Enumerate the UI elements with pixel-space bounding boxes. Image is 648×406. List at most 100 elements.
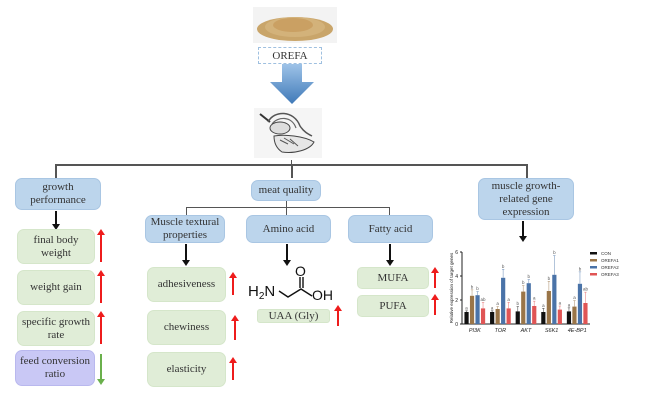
significance-label: a (568, 302, 571, 307)
amino-acid-box: Amino acid (246, 215, 331, 243)
amino-item-label: UAA (Gly) (268, 309, 319, 322)
growth-down-arrow-icon (52, 211, 60, 230)
significance-label: b (553, 250, 556, 255)
texture-item-adhesiveness: adhesiveness (147, 267, 226, 302)
fatty-item-pufa: PUFA (357, 295, 429, 317)
bar-con-pi3k (464, 312, 469, 324)
bar-orefa3-s6k1 (557, 309, 562, 324)
bar-con-tor (490, 312, 495, 324)
fatty-item-mufa: MUFA (357, 267, 429, 289)
legend-swatch (590, 259, 597, 262)
gene-down-arrow-icon (519, 221, 527, 242)
meat-quality-label: meat quality (258, 184, 314, 196)
gene-expression-box: muscle growth-related gene expression (478, 178, 574, 220)
legend-swatch (590, 273, 597, 276)
texture-label: Muscle textural properties (150, 216, 220, 241)
texture-item-label: adhesiveness (157, 278, 216, 290)
growth-item-final-body-weight: final body weight (17, 229, 95, 264)
hydroxyl-label: OH (312, 287, 332, 302)
fatty-acid-box: Fatty acid (348, 215, 433, 243)
texture-item-label: chewiness (163, 321, 210, 333)
up-arrow-icon (97, 311, 105, 344)
y-axis-label: Relative expression of target genes (449, 252, 454, 323)
bar-orefa2-akt (526, 283, 531, 324)
y-tick-label: 2 (455, 298, 458, 304)
bar-orefa1-tor (495, 309, 500, 324)
texture-item-chewiness: chewiness (147, 310, 226, 345)
legend-swatch (590, 266, 597, 269)
growth-item-feed-conversion-ratio: feed conversion ratio (15, 350, 95, 386)
gene-drop-line (526, 164, 528, 178)
powder-pile-icon (257, 17, 333, 41)
x-tick-label: PI3K (469, 328, 481, 334)
up-arrow-icon (334, 305, 342, 326)
significance-label: b (502, 264, 505, 269)
texture-box: Muscle textural properties (145, 215, 225, 243)
bar-orefa2-4e-bp1 (577, 283, 583, 324)
bar-orefa3-4e-bp1 (583, 303, 588, 324)
meat-stem-line (286, 201, 287, 207)
bar-con-s6k1 (541, 312, 546, 324)
up-arrow-icon (97, 229, 105, 262)
up-arrow-icon (97, 270, 105, 303)
big-down-arrow-icon (270, 64, 314, 104)
fatty-down-arrow-icon (386, 244, 394, 266)
amino-item-uaa-gly: UAA (Gly) (257, 309, 330, 323)
meat-quality-box: meat quality (251, 180, 321, 201)
fatty-drop-line (389, 207, 390, 215)
bar-orefa2-s6k1 (552, 274, 557, 324)
significance-label: b (471, 284, 474, 289)
significance-label: a (559, 301, 562, 306)
legend-label: OREFA3 (601, 272, 619, 277)
x-tick-label: 4E-BP1 (568, 328, 587, 334)
bar-orefa1-s6k1 (546, 291, 551, 324)
up-arrow-icon (431, 267, 439, 288)
bar-orefa2-pi3k (475, 295, 480, 324)
amino-acid-label: Amino acid (262, 222, 315, 235)
fatty-item-label: PUFA (379, 299, 407, 312)
legend-label: OREFA2 (601, 265, 619, 270)
x-tick-label: S6K1 (545, 328, 558, 334)
texture-down-arrow-icon (182, 244, 190, 266)
bar-orefa3-tor (506, 308, 511, 324)
significance-label: ab (481, 297, 487, 302)
significance-label: a (496, 301, 499, 306)
significance-label: a (507, 297, 510, 302)
up-arrow-icon (431, 294, 439, 315)
growth-performance-label: growth performance (30, 181, 86, 206)
bar-orefa2-tor (501, 277, 506, 324)
h2n-label: H2N (248, 283, 275, 302)
significance-label: ab (583, 287, 589, 292)
y-tick-label: 4 (455, 274, 458, 280)
x-tick-label: TOR (495, 328, 507, 334)
significance-label: a (573, 295, 576, 300)
bar-con-akt (515, 311, 520, 324)
bar-orefa1-pi3k (469, 295, 475, 324)
up-arrow-icon (229, 272, 237, 295)
fatty-item-label: MUFA (377, 271, 409, 284)
significance-label: b (527, 274, 530, 279)
texture-drop-line (186, 207, 187, 215)
bar-orefa3-pi3k (480, 308, 486, 324)
oxygen-label: O (295, 263, 306, 279)
glycine-structure-icon: H2N O OH (248, 263, 332, 302)
y-tick-label: 0 (455, 322, 458, 328)
growth-item-label: final body weight (33, 233, 79, 259)
significance-label: b (548, 276, 551, 281)
growth-item-specific-growth-rate: specific growth rate (17, 311, 95, 346)
growth-item-label: specific growth rate (21, 315, 91, 341)
bar-con-4e-bp1 (566, 311, 572, 324)
significance-label: b (516, 301, 519, 306)
fish-viscera-image (254, 108, 322, 158)
significance-label: b (476, 286, 479, 291)
x-tick-label: AKT (520, 328, 532, 334)
texture-item-label: elasticity (166, 363, 207, 375)
significance-label: a (533, 296, 536, 301)
up-arrow-icon (231, 315, 239, 340)
growth-item-label: weight gain (30, 281, 82, 293)
amino-drop-line (286, 207, 287, 215)
bar-orefa1-akt (521, 291, 526, 324)
legend-swatch (590, 252, 597, 255)
significance-label: a (542, 303, 545, 308)
